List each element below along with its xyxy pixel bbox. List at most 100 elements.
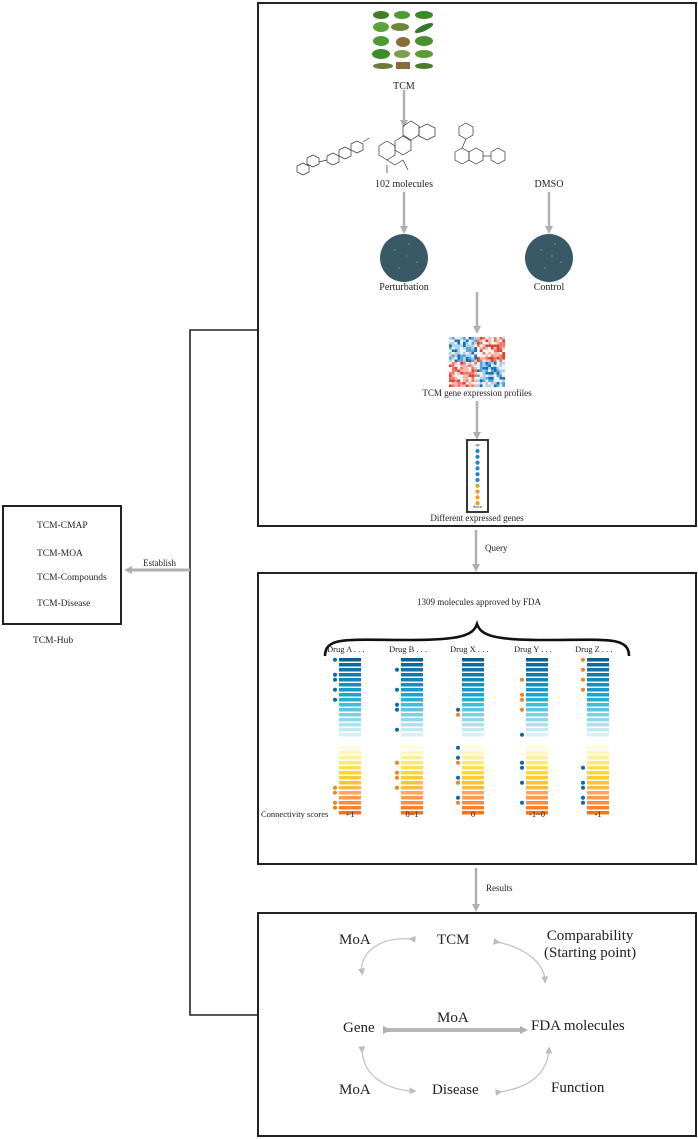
signature-bar xyxy=(587,673,609,677)
heatmap-cell xyxy=(493,349,497,352)
heatmap-cell xyxy=(496,364,500,367)
deg-down-label: down xyxy=(473,504,482,509)
tcm-label: TCM xyxy=(393,81,415,92)
molecule-aconitine xyxy=(378,120,436,173)
db-item-compounds[interactable]: TCM-Compounds xyxy=(37,573,107,583)
signature-bar xyxy=(526,781,548,785)
heatmap-cell xyxy=(463,362,466,365)
heatmap-cell xyxy=(460,347,463,350)
heatmap-cell xyxy=(491,354,494,357)
herb-leaf xyxy=(415,50,433,58)
heatmap-cell xyxy=(477,347,480,350)
perturbation-plate xyxy=(380,234,428,282)
heatmap-cell xyxy=(493,379,497,382)
heatmap-cell xyxy=(482,377,486,380)
signature-bar xyxy=(401,811,423,815)
heatmap-cell xyxy=(496,372,500,375)
signature-bar xyxy=(587,781,609,785)
heatmap-cell xyxy=(474,339,477,342)
signature-bar xyxy=(587,713,609,717)
signature-bar xyxy=(526,776,548,780)
signature-bar xyxy=(587,663,609,667)
db-item-cmap[interactable]: TCM-CMAP xyxy=(37,521,88,531)
signature-bar xyxy=(462,786,484,790)
signature-bar xyxy=(339,668,361,672)
heatmap-cell xyxy=(454,364,458,367)
heatmap-cell xyxy=(454,374,458,377)
heatmap-cell xyxy=(457,384,461,387)
signature-bar xyxy=(339,801,361,805)
database-box: TCM-CMAP TCM-MOA TCM-Compounds TCM-Disea… xyxy=(2,505,122,625)
signature-bar xyxy=(526,678,548,682)
heatmap-cell xyxy=(491,384,494,387)
heatmap-cell xyxy=(482,352,486,355)
fda-box: 1309 molecules approved by FDA Connectiv… xyxy=(257,572,697,865)
signature-bar xyxy=(587,761,609,765)
heatmap-cell xyxy=(454,362,458,365)
db-item-disease[interactable]: TCM-Disease xyxy=(37,599,91,609)
heatmap-cell xyxy=(496,362,500,365)
arrow-disease-fda xyxy=(495,1046,553,1096)
heatmap-cell xyxy=(451,359,455,362)
signature-bar xyxy=(587,771,609,775)
connectivity-score-label: 0~1 xyxy=(405,809,419,819)
heatmap-cell xyxy=(499,374,503,377)
heatmap-cell xyxy=(474,379,477,382)
heatmap-cell xyxy=(488,377,491,380)
fda-title: 1309 molecules approved by FDA xyxy=(417,597,541,607)
signature-bar xyxy=(587,786,609,790)
heatmap-cell xyxy=(449,377,452,380)
heatmap-cell xyxy=(477,337,480,340)
heatmap-cell xyxy=(488,354,491,357)
heatmap-cell xyxy=(482,384,486,387)
signature-bar xyxy=(462,683,484,687)
gene-dot-down xyxy=(333,805,337,810)
heatmap-cell xyxy=(457,367,461,370)
heatmap-cell xyxy=(479,347,483,350)
heatmap-cell xyxy=(502,367,505,370)
heatmap-cell xyxy=(502,359,505,362)
heatmap-cell xyxy=(502,372,505,375)
signature-bar xyxy=(462,751,484,755)
heatmap-cell xyxy=(477,362,480,365)
signature-bar xyxy=(587,776,609,780)
heatmap-cell xyxy=(465,364,469,367)
signature-bar xyxy=(526,811,548,815)
gene-dot-down xyxy=(456,712,460,717)
heatmap-cell xyxy=(463,384,466,387)
signature-bar xyxy=(339,806,361,810)
heatmap-cell xyxy=(449,337,452,340)
signature-bar xyxy=(587,733,609,737)
gene-dot-down xyxy=(395,760,399,765)
heatmap-cell xyxy=(482,359,486,362)
heatmap-cell xyxy=(477,342,480,345)
heatmap-cell xyxy=(457,362,461,365)
signature-bar xyxy=(526,756,548,760)
heatmap-cell xyxy=(477,357,480,360)
heatmap-cell xyxy=(449,354,452,357)
heatmap-cell xyxy=(471,352,475,355)
signature-bar xyxy=(587,806,609,810)
heatmap-cell xyxy=(465,382,469,385)
drug-name-label: Drug B . . . xyxy=(389,644,428,654)
signature-bar xyxy=(462,746,484,750)
signature-bar xyxy=(587,723,609,727)
gene-dot-down xyxy=(520,677,524,682)
heatmap-cell xyxy=(454,354,458,357)
deg-dot-up xyxy=(475,448,480,454)
heatmap-cell xyxy=(449,357,452,360)
heatmap-cell xyxy=(468,372,472,375)
signature-bar xyxy=(462,693,484,697)
heatmap-cell xyxy=(485,367,489,370)
heatmap-cell xyxy=(463,359,466,362)
heatmap-cell xyxy=(479,379,483,382)
db-item-moa[interactable]: TCM-MOA xyxy=(37,549,83,559)
heatmap-cell xyxy=(491,364,494,367)
heatmap-cell xyxy=(482,367,486,370)
gene-dot-up xyxy=(520,765,524,770)
heatmap-cell xyxy=(479,369,483,372)
signature-bar xyxy=(587,708,609,712)
gene-dot-down xyxy=(456,760,460,765)
heatmap-cell xyxy=(454,367,458,370)
heatmap-cell xyxy=(460,379,463,382)
